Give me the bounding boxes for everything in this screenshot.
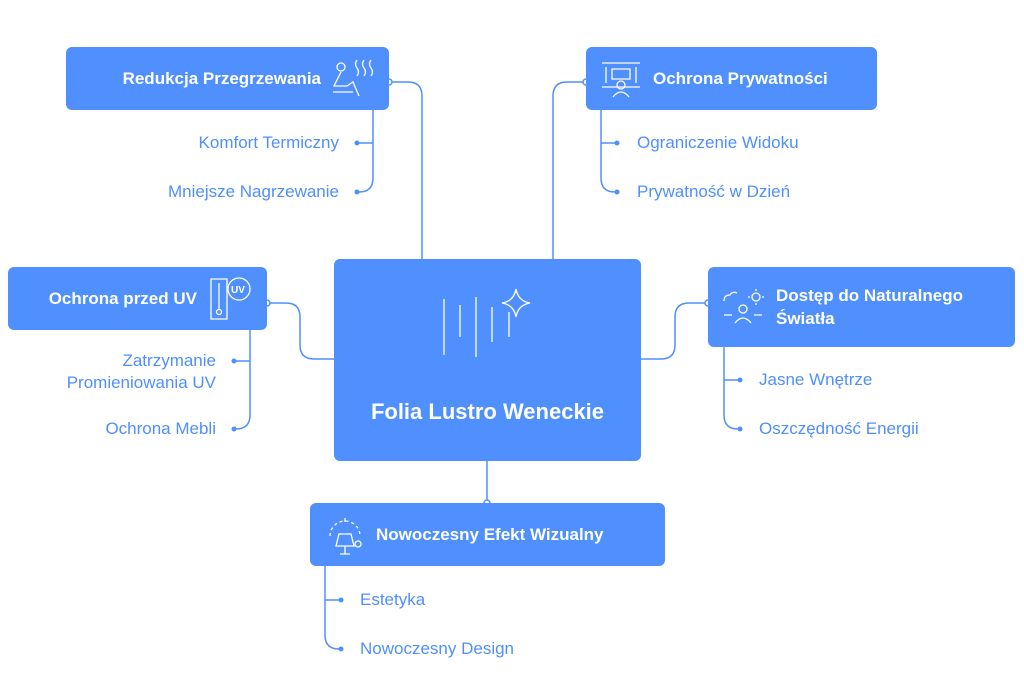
- child-zatrzymanie-promieniowania-uv: Zatrzymanie Promieniowania UV: [66, 351, 216, 392]
- central-topic-title: Folia Lustro Weneckie: [370, 399, 605, 424]
- branch-title: Dostęp do Naturalnego Światła: [776, 286, 964, 328]
- child-komfort-termiczny: Komfort Termiczny: [198, 133, 339, 152]
- child-ograniczenie-widoku: Ograniczenie Widoku: [637, 133, 799, 152]
- branch-nowoczesny-efekt-wizualny[interactable]: Nowoczesny Efekt Wizualny: [310, 503, 665, 566]
- child-oszczednosc-energii: Oszczędność Energii: [759, 419, 919, 438]
- child-ochrona-mebli: Ochrona Mebli: [105, 419, 216, 438]
- branch-title: Redukcja Przegrzewania: [122, 68, 321, 88]
- branch-ochrona-prywatnosci[interactable]: Ochrona Prywatności: [586, 47, 877, 110]
- branch-title: Ochrona Prywatności: [653, 68, 828, 88]
- privacy-window-icon: [602, 61, 640, 97]
- uv-thermometer-icon: UV: [210, 276, 251, 320]
- sun-person-icon: [723, 289, 764, 324]
- person-heat-icon: [332, 59, 374, 96]
- branch-dostep-do-naturalnego-swiatla[interactable]: Dostęp do Naturalnego Światła: [708, 267, 1015, 347]
- central-topic[interactable]: Folia Lustro Weneckie: [334, 259, 641, 461]
- branch-title: Nowoczesny Efekt Wizualny: [376, 524, 604, 544]
- branch-ochrona-przed-uv[interactable]: Ochrona przed UV UV: [8, 267, 267, 330]
- child-estetyka: Estetyka: [360, 590, 426, 609]
- svg-text:UV: UV: [231, 285, 245, 296]
- child-jasne-wnetrze: Jasne Wnętrze: [759, 370, 873, 389]
- child-prywatnosc-w-dzien: Prywatność w Dzień: [637, 182, 791, 201]
- branch-redukcja-przegrzewania[interactable]: Redukcja Przegrzewania: [66, 47, 389, 110]
- child-mniejsze-nagrzewanie: Mniejsze Nagrzewanie: [167, 182, 339, 201]
- mirror-sparkle-icon: [443, 288, 531, 357]
- lamp-icon: [329, 517, 362, 555]
- branch-title: Ochrona przed UV: [48, 288, 197, 308]
- child-nowoczesny-design: Nowoczesny Design: [360, 639, 515, 658]
